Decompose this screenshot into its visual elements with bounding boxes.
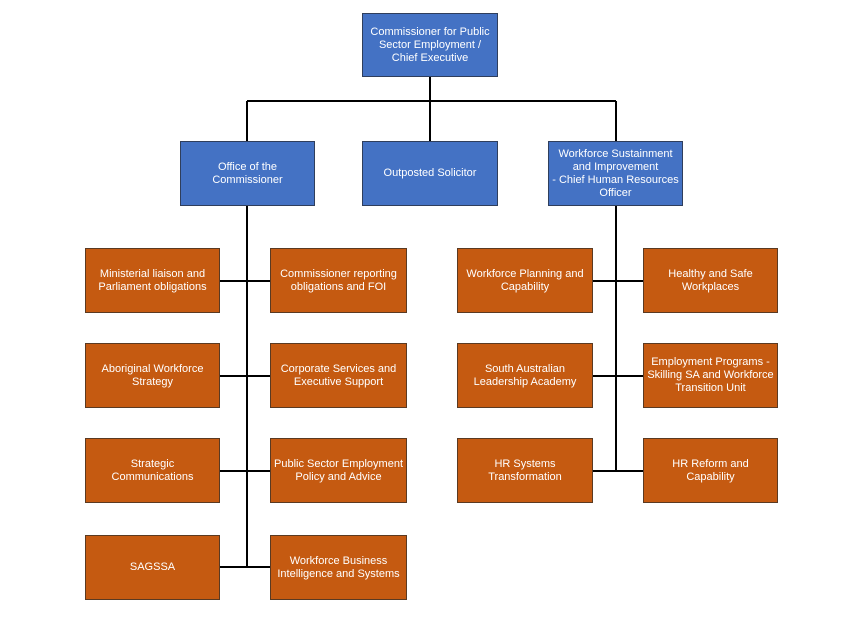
node-employment-policy-label: Public Sector Employment Policy and Advi…	[274, 457, 403, 483]
node-outposted-solicitor: Outposted Solicitor	[362, 141, 498, 206]
node-hr-reform-label: HR Reform and Capability	[672, 457, 749, 483]
node-commissioner-reporting-label: Commissioner reporting obligations and F…	[280, 267, 397, 293]
node-corporate-services-label: Corporate Services and Executive Support	[280, 362, 397, 388]
node-hr-systems: HR Systems Transformation	[457, 438, 593, 503]
node-healthy-workplaces: Healthy and Safe Workplaces	[643, 248, 778, 313]
node-office-of-commissioner-label: Office of the Commissioner	[212, 160, 283, 186]
node-commissioner-label: Commissioner for Public Sector Employmen…	[370, 25, 490, 64]
node-hr-systems-label: HR Systems Transformation	[488, 457, 562, 483]
node-leadership-academy-label: South Australian Leadership Academy	[473, 362, 577, 388]
node-employment-programs-label: Employment Programs - Skilling SA and Wo…	[647, 356, 774, 394]
node-commissioner-reporting: Commissioner reporting obligations and F…	[270, 248, 407, 313]
node-office-of-commissioner: Office of the Commissioner	[180, 141, 315, 206]
node-sagssa-label: SAGSSA	[129, 561, 176, 573]
node-ministerial-liaison-label: Ministerial liaison and Parliament oblig…	[98, 267, 207, 293]
node-leadership-academy: South Australian Leadership Academy	[457, 343, 593, 408]
node-business-intelligence-label: Workforce Business Intelligence and Syst…	[277, 554, 400, 580]
node-healthy-workplaces-label: Healthy and Safe Workplaces	[668, 267, 753, 293]
node-workforce-planning-label: Workforce Planning and Capability	[466, 267, 584, 293]
node-aboriginal-workforce: Aboriginal Workforce Strategy	[85, 343, 220, 408]
node-strategic-communications: Strategic Communications	[85, 438, 220, 503]
node-aboriginal-workforce-label: Aboriginal Workforce Strategy	[101, 362, 204, 388]
node-employment-policy: Public Sector Employment Policy and Advi…	[270, 438, 407, 503]
node-workforce-sustainment: Workforce Sustainment and Improvement - …	[548, 141, 683, 206]
node-outposted-solicitor-label: Outposted Solicitor	[383, 167, 477, 179]
node-employment-programs: Employment Programs - Skilling SA and Wo…	[643, 343, 778, 408]
node-workforce-planning: Workforce Planning and Capability	[457, 248, 593, 313]
node-ministerial-liaison: Ministerial liaison and Parliament oblig…	[85, 248, 220, 313]
node-commissioner: Commissioner for Public Sector Employmen…	[362, 13, 498, 77]
node-sagssa: SAGSSA	[85, 535, 220, 600]
node-workforce-sustainment-label: Workforce Sustainment and Improvement - …	[552, 147, 679, 199]
node-corporate-services: Corporate Services and Executive Support	[270, 343, 407, 408]
node-business-intelligence: Workforce Business Intelligence and Syst…	[270, 535, 407, 600]
node-strategic-communications-label: Strategic Communications	[111, 457, 194, 483]
node-hr-reform: HR Reform and Capability	[643, 438, 778, 503]
